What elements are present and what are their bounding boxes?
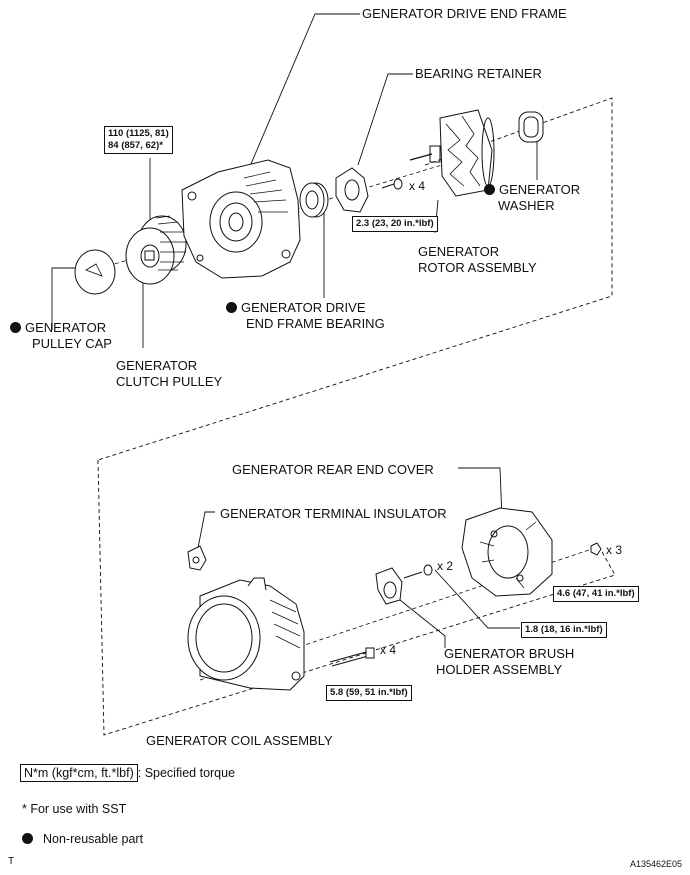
legend-unit-box: N*m (kgf*cm, ft.*lbf) [20,764,138,782]
torque-pulley: 110 (1125, 81) 84 (857, 62)* [104,126,173,154]
bearing-art [299,182,329,218]
label-bearing-line1: GENERATOR DRIVE [241,300,366,315]
assembly-boundary-upper [97,97,613,461]
clutch-pulley-art [125,215,187,285]
label-clutch-line2: CLUTCH PULLEY [116,374,223,389]
label-rotor: GENERATOR ROTOR ASSEMBLY [418,244,537,276]
qty-coil-bolts: x 4 [380,643,397,657]
label-drive-end-frame: GENERATOR DRIVE END FRAME [362,6,567,21]
label-rotor-line1: GENERATOR [418,244,500,259]
label-rear-end-cover: GENERATOR REAR END COVER [232,462,434,477]
brush-holder-art [375,564,433,605]
non-reusable-dot-icon [226,302,237,313]
torque-pulley-line2: 84 (857, 62)* [108,140,163,151]
drive-end-frame-art [181,159,301,279]
assembly-boundary-lower [97,459,616,736]
coil-assembly-art [187,577,305,691]
legend-unit-desc: : Specified torque [137,766,236,780]
pulley-cap-art [74,249,116,295]
torque-retainer: 2.3 (23, 20 in.*lbf) [352,216,438,232]
rear-end-cover-art [461,507,553,597]
terminal-insulator-art [187,545,207,571]
label-washer-line1: GENERATOR [499,182,581,197]
label-terminal-insulator: GENERATOR TERMINAL INSULATOR [220,506,447,521]
leader-lines [51,13,538,648]
legend-torque: N*m (kgf*cm, ft.*lbf): Specified torque [20,764,235,782]
bearing-retainer-art [335,167,369,213]
label-clutch-pulley: GENERATOR CLUTCH PULLEY [116,358,222,390]
qty-rear-nuts: x 3 [606,543,623,557]
washer-art [518,111,544,143]
torque-coil-bolt: 5.8 (59, 51 in.*lbf) [326,685,412,701]
label-brush-line2: HOLDER ASSEMBLY [436,662,563,677]
label-brush-line1: GENERATOR BRUSH [444,646,575,661]
rear-nut-art [590,542,602,556]
torque-pulley-line1: 110 (1125, 81) [108,128,169,139]
legend-non-reusable: Non-reusable part [22,831,143,847]
coil-bolt-art [329,647,375,667]
qty-retainer-screws: x 4 [409,179,426,193]
label-pulley-cap-line2: PULLEY CAP [32,336,112,351]
non-reusable-dot-icon [484,184,495,195]
retainer-screw-art [381,178,403,190]
label-clutch-line1: GENERATOR [116,358,198,373]
label-coil-assembly: GENERATOR COIL ASSEMBLY [146,733,333,748]
non-reusable-dot-icon [10,322,21,333]
legend-non-reusable-text: Non-reusable part [43,832,144,846]
label-pulley-cap-line1: GENERATOR [25,320,107,335]
label-brush-holder: GENERATOR BRUSH HOLDER ASSEMBLY [436,646,574,678]
qty-brush-screws: x 2 [437,559,454,573]
footer-left-mark: T [8,856,15,867]
label-drive-end-bearing: GENERATOR DRIVE END FRAME BEARING [226,300,385,332]
torque-brush: 1.8 (18, 16 in.*lbf) [521,622,607,638]
label-bearing-line2: END FRAME BEARING [246,316,385,331]
label-bearing-retainer: BEARING RETAINER [415,66,542,81]
legend-sst-note: * For use with SST [22,802,127,816]
label-pulley-cap: GENERATOR PULLEY CAP [10,320,112,352]
label-rotor-line2: ROTOR ASSEMBLY [418,260,537,275]
label-washer-line2: WASHER [498,198,555,213]
torque-rear-nut: 4.6 (47, 41 in.*lbf) [553,586,639,602]
label-washer: GENERATOR WASHER [484,182,580,214]
non-reusable-dot-icon [22,833,33,844]
figure-id: A135462E05 [630,859,683,869]
